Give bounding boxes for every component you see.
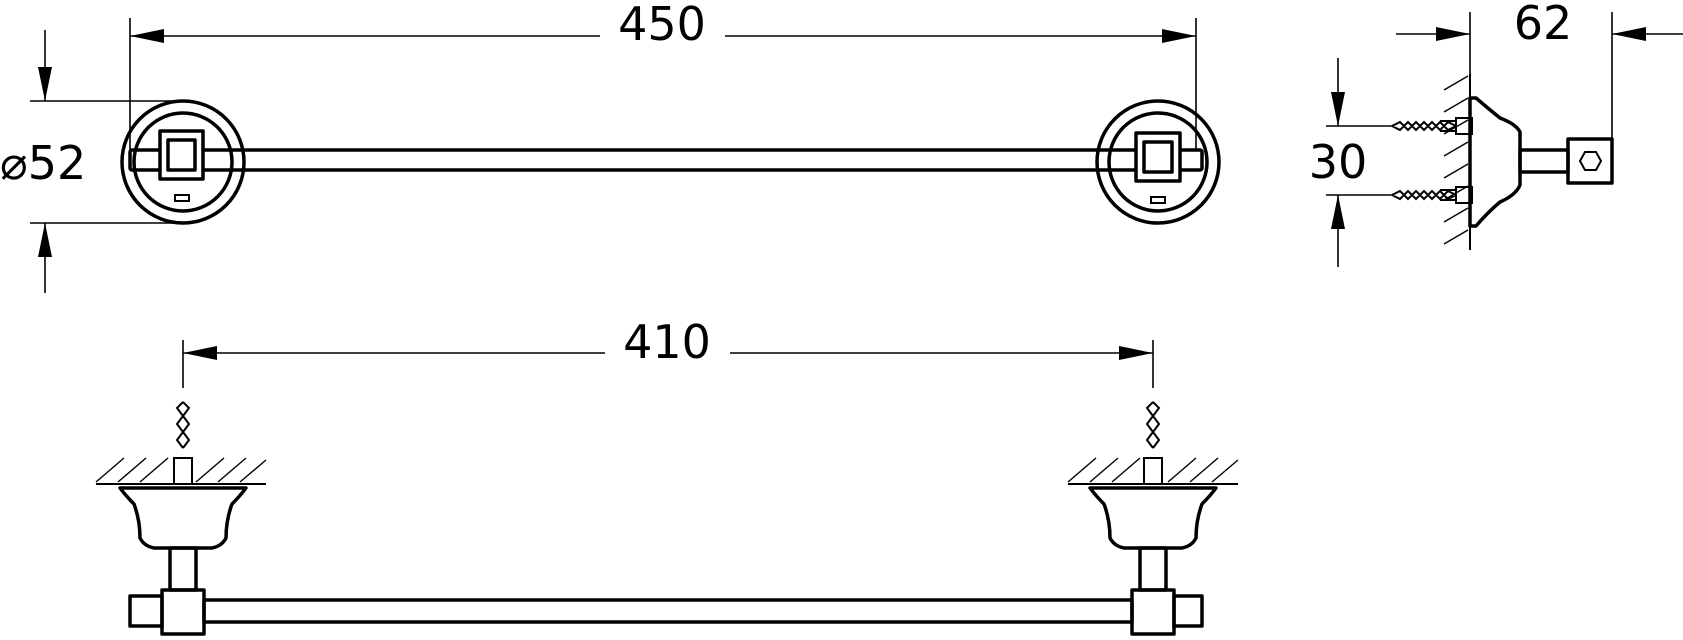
side-bracket <box>1468 96 1522 228</box>
side-arm <box>1518 148 1570 174</box>
side-screws <box>1391 117 1473 204</box>
side-wall <box>1443 74 1471 250</box>
side-view: 62 30 <box>1309 0 1683 267</box>
plan-bar <box>202 598 1134 624</box>
plan-view: 410 <box>95 315 1239 636</box>
dimension-30: 30 <box>1309 58 1392 267</box>
right-rosette <box>1095 99 1221 225</box>
dimension-diameter-52: ⌀52 <box>0 30 183 293</box>
front-bar <box>128 148 1204 172</box>
plan-right-mount <box>1067 401 1239 636</box>
label-diameter-52: ⌀52 <box>0 136 86 190</box>
left-rosette <box>120 99 246 225</box>
dimension-62: 62 <box>1396 0 1683 139</box>
label-30: 30 <box>1309 135 1368 189</box>
label-410: 410 <box>623 315 711 369</box>
label-450: 450 <box>618 0 706 51</box>
dimension-450: 450 <box>129 0 1197 150</box>
dimension-410: 410 <box>182 315 1154 388</box>
label-62: 62 <box>1514 0 1573 50</box>
side-bar-end <box>1566 137 1614 185</box>
front-view: 450 ⌀52 <box>0 0 1221 293</box>
